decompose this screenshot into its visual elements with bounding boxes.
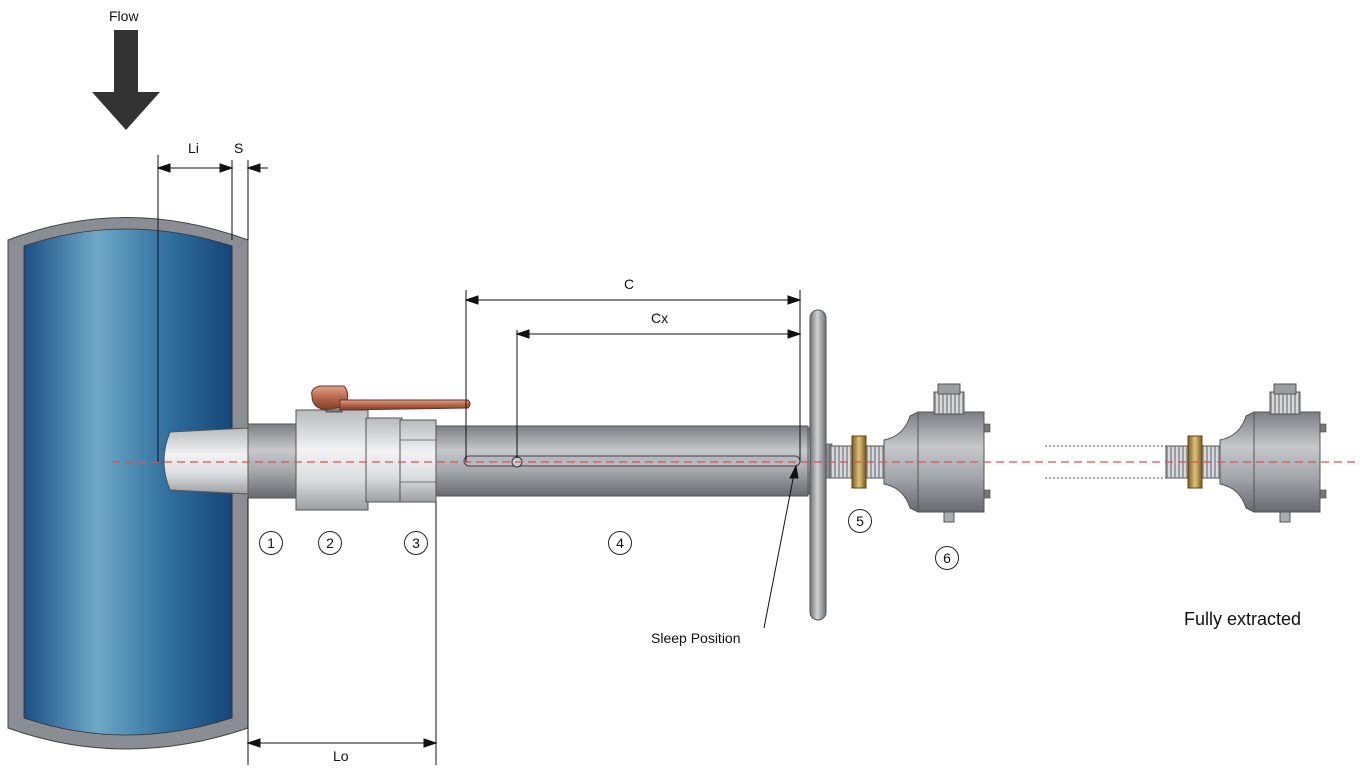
callout-5: 5 (848, 509, 872, 533)
callout-2: 2 (318, 531, 342, 555)
compression-fitting (399, 419, 437, 503)
probe-tip (163, 427, 249, 495)
extracted-assembly (1045, 383, 1327, 523)
flow-arrow-icon (92, 30, 160, 130)
dimension-lo-label: Lo (333, 748, 349, 764)
probe-tube (435, 425, 809, 497)
callout-3: 3 (404, 531, 428, 555)
callout-1: 1 (259, 531, 283, 555)
dimension-lines (156, 155, 802, 770)
callout-4: 4 (608, 531, 632, 555)
flow-label: Flow (109, 8, 139, 24)
valve-handle-icon (311, 385, 349, 411)
dimension-cx-label: Cx (651, 310, 669, 326)
fully-extracted-label: Fully extracted (1184, 609, 1302, 629)
nozzle-body (247, 423, 299, 499)
process-pipe (7, 217, 249, 750)
callout-6: 6 (935, 546, 959, 570)
dimension-s-label: S (234, 140, 244, 156)
sleep-position-label: Sleep Position (651, 630, 741, 646)
ball-valve (295, 385, 471, 511)
t-handle (807, 309, 833, 621)
dimension-c-label: C (624, 276, 635, 292)
dimension-li-label: Li (188, 140, 199, 156)
junction-head (883, 383, 991, 523)
cable-gland-icon (933, 391, 965, 415)
